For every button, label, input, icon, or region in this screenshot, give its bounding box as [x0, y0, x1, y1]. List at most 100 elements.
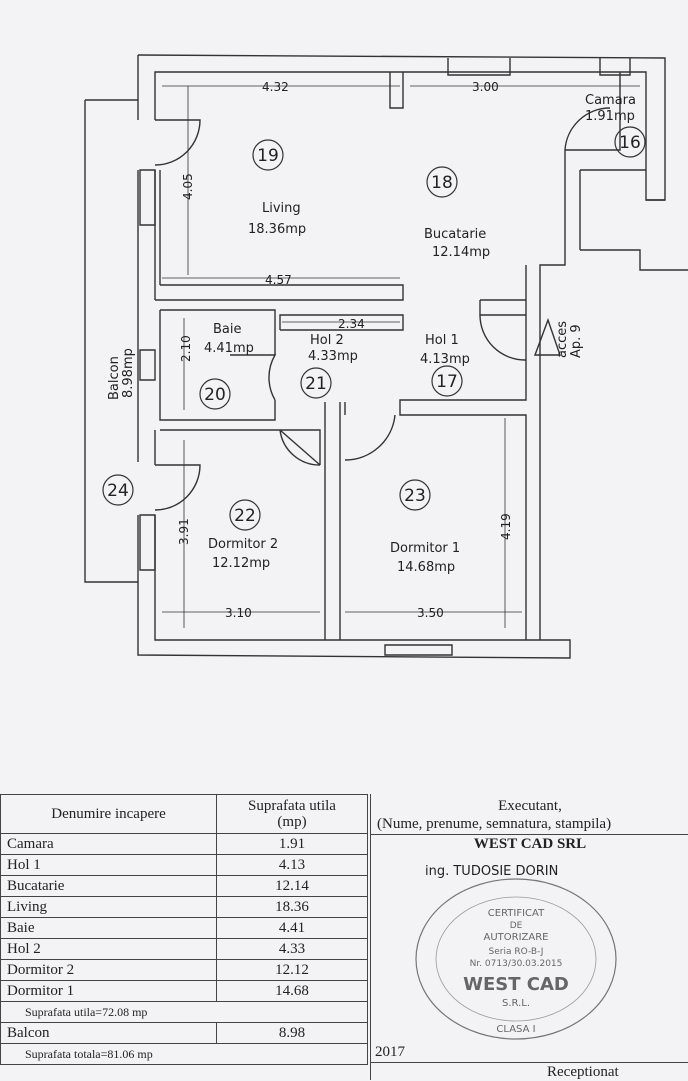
room-number-balcon: 24 — [107, 481, 129, 501]
room-circle-16 — [614, 126, 646, 158]
year: 2017 — [375, 1044, 405, 1060]
room-label-hol2: Hol 2 — [310, 333, 344, 348]
stamp-line: Nr. 0713/30.03.2015 — [470, 959, 563, 969]
room-label-dormitor2: Dormitor 2 — [208, 537, 278, 552]
room-name-cell: Dormitor 1 — [0, 980, 217, 1002]
room-area-cell: 18.36 — [216, 896, 368, 918]
useful-total-row: Suprafata utila=72.08 mp — [0, 1001, 368, 1023]
stamp-line: S.R.L. — [502, 998, 530, 1009]
room-area-living: 18.36mp — [248, 222, 306, 237]
room-area-cell: 4.13 — [216, 854, 368, 876]
room-area-hol1: 4.13mp — [420, 352, 470, 367]
useful-total: Suprafata utila=72.08 mp — [0, 1001, 368, 1023]
room-number-dormitor1: 23 — [404, 486, 426, 506]
room-label-camara: Camara — [585, 93, 636, 108]
room-name-cell: Dormitor 2 — [0, 959, 217, 981]
room-area-cell: 12.14 — [216, 875, 368, 897]
dim-living-width: 4.32 — [262, 80, 289, 94]
dim-bedroom2-width: 3.10 — [225, 606, 252, 620]
executant-firm: WEST CAD SRL — [473, 836, 587, 852]
dim-living-height: 4.05 — [181, 173, 195, 200]
company-stamp: CERTIFICAT DE AUTORIZARE Seria RO-B-J Nr… — [415, 878, 617, 1040]
stamp-line: CERTIFICAT — [488, 908, 545, 919]
room-name-cell: Bucatarie — [0, 875, 217, 897]
room-label-dormitor1: Dormitor 1 — [390, 541, 460, 556]
room-name-cell: Baie — [0, 917, 217, 939]
room-circle-21 — [300, 367, 332, 399]
room-label-living: Living — [262, 201, 301, 216]
room-number-bucatarie: 18 — [431, 173, 453, 193]
room-number-living: 19 — [257, 146, 279, 166]
room-name-cell: Hol 2 — [0, 938, 217, 960]
room-circle-23 — [399, 479, 431, 511]
room-area-cell: 14.68 — [216, 980, 368, 1002]
stamp-line: DE — [510, 921, 523, 931]
dim-bedroom1-height: 4.19 — [499, 513, 513, 540]
room-name-cell: Camara — [0, 833, 217, 855]
room-area-dormitor1: 14.68mp — [397, 560, 455, 575]
room-number-dormitor2: 22 — [234, 506, 256, 526]
dim-kitchen-width: 3.00 — [472, 80, 499, 94]
access-label: acces — [555, 321, 570, 358]
room-label-hol1: Hol 1 — [425, 333, 459, 348]
dim-living-bottom: 4.57 — [265, 273, 292, 287]
room-area-bucatarie: 12.14mp — [432, 245, 490, 260]
header-room-name: Denumire incapere — [0, 794, 217, 834]
divider — [371, 834, 688, 835]
receiver-label: Receptionat — [547, 1064, 619, 1080]
room-circle-24 — [102, 474, 134, 506]
room-name-cell: Living — [0, 896, 217, 918]
area-table: Denumire incapere Suprafata utila (mp) C… — [0, 794, 368, 1065]
executant-engineer: ing. TUDOSIE DORIN — [425, 864, 559, 879]
room-label-bucatarie: Bucatarie — [424, 227, 486, 242]
room-circle-18 — [426, 166, 458, 198]
room-area-camara: 1.91mp — [585, 109, 635, 124]
room-circle-22 — [229, 499, 261, 531]
room-circle-19 — [252, 139, 284, 171]
room-area-balcon: 8.98mp — [121, 348, 136, 398]
executant-block: Executant, (Nume, prenume, semnatura, st… — [370, 794, 688, 1080]
executant-subtitle: (Nume, prenume, semnatura, stampila) — [377, 816, 612, 832]
grand-total-row: Suprafata totala=81.06 mp — [0, 1043, 368, 1065]
room-number-hol2: 21 — [305, 374, 327, 394]
floor-plan: 4.32 3.00 4.05 4.57 2.34 2.10 3.91 3.10 … — [84, 54, 688, 659]
dim-bedroom2-height: 3.91 — [177, 518, 191, 545]
room-label-balcon: Balcon — [107, 356, 122, 400]
room-label-baie: Baie — [213, 322, 242, 337]
stamp-line: CLASA I — [496, 1024, 535, 1035]
room-area-cell: 4.41 — [216, 917, 368, 939]
stamp-line: Seria RO-B-J — [489, 947, 544, 957]
dim-bath-height: 2.10 — [179, 335, 193, 362]
dim-bedroom1-width: 3.50 — [417, 606, 444, 620]
executant-title: Executant, — [498, 798, 562, 814]
room-circle-20 — [199, 378, 231, 410]
access-apartment: Ap. 9 — [569, 324, 584, 358]
room-name-cell: Hol 1 — [0, 854, 217, 876]
header-area-line2: (mp) — [277, 814, 307, 830]
room-number-camara: 16 — [619, 133, 641, 153]
room-number-baie: 20 — [204, 385, 226, 405]
room-area-dormitor2: 12.12mp — [212, 556, 270, 571]
grand-total: Suprafata totala=81.06 mp — [0, 1043, 368, 1065]
header-area: Suprafata utila (mp) — [216, 794, 368, 834]
room-area-baie: 4.41mp — [204, 341, 254, 356]
dim-hall-width: 2.34 — [338, 317, 365, 331]
divider — [371, 1062, 688, 1063]
title-block: Denumire incapere Suprafata utila (mp) C… — [0, 794, 688, 1080]
room-circle-17 — [431, 365, 463, 397]
room-area-cell: 4.33 — [216, 938, 368, 960]
balcony-area: 8.98 — [216, 1022, 368, 1044]
stamp-line: WEST CAD — [463, 974, 569, 995]
room-area-cell: 12.12 — [216, 959, 368, 981]
balcony-name: Balcon — [0, 1022, 217, 1044]
room-area-cell: 1.91 — [216, 833, 368, 855]
